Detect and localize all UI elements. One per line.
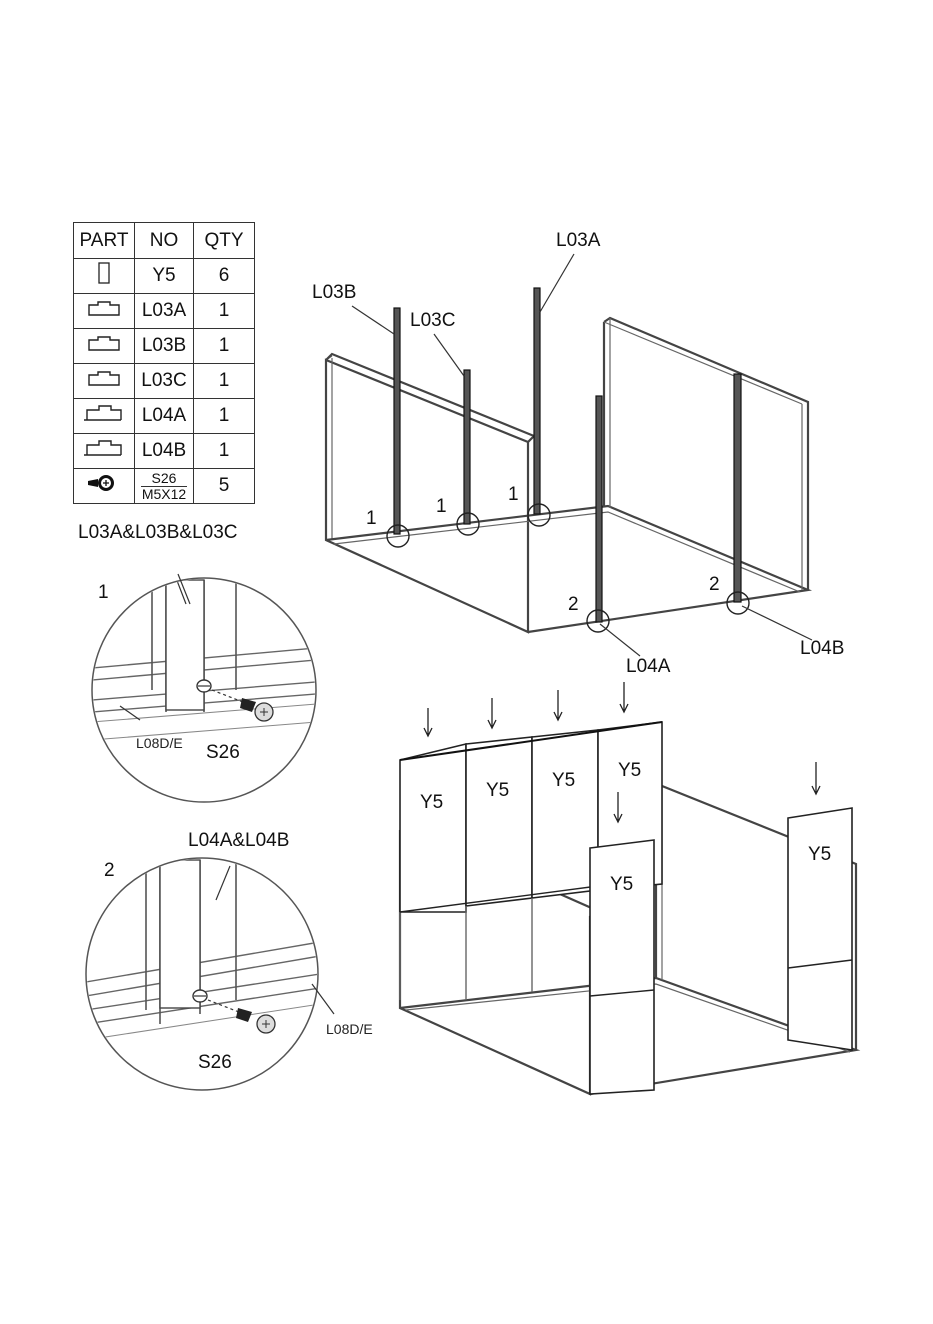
post-l04a [596, 396, 602, 622]
panel-y5 [532, 730, 598, 898]
frame-view: L03B L03C L03A L04A L04B 1 1 1 2 2 [312, 230, 844, 677]
label-l03b: L03B [312, 282, 356, 303]
detail-2: L04A&L04B 2 L08D/E S26 [86, 830, 373, 1090]
down-arrow-icon [424, 708, 432, 736]
panel-label: Y5 [618, 760, 641, 781]
marker-2: 2 [709, 574, 720, 595]
post-l03a [534, 288, 540, 514]
down-arrow-icon [554, 690, 562, 720]
label-l03c: L03C [410, 310, 455, 331]
panel-label: Y5 [552, 770, 575, 791]
post-l03b [394, 308, 400, 534]
down-arrow-icon [488, 698, 496, 728]
panel-label: Y5 [610, 874, 633, 895]
post-l03c [464, 370, 470, 524]
top-rail-left [326, 354, 534, 442]
panel-y5 [466, 737, 532, 906]
detail2-step: 2 [104, 860, 115, 881]
down-arrow-icon [812, 762, 820, 794]
marker-1: 1 [366, 508, 377, 529]
label-l03a: L03A [556, 230, 601, 251]
panel-label: Y5 [486, 780, 509, 801]
detail2-screw-label: S26 [198, 1052, 232, 1073]
marker-1: 1 [436, 496, 447, 517]
detail-1: L03A&L03B&L03C 1 L08D/E S26 [78, 522, 316, 802]
detail1-rail-label: L08D/E [136, 735, 183, 751]
detail1-step: 1 [98, 582, 109, 603]
detail1-title: L03A&L03B&L03C [78, 522, 238, 543]
label-l04a: L04A [626, 656, 671, 677]
marker-1: 1 [508, 484, 519, 505]
label-l04b: L04B [800, 638, 844, 659]
detail2-rail-label: L08D/E [326, 1021, 373, 1037]
panel-label: Y5 [420, 792, 443, 813]
detail1-screw-label: S26 [206, 742, 240, 763]
left-frame [326, 360, 528, 632]
panel-y5 [400, 744, 466, 912]
post-l04b [734, 374, 741, 602]
panel-label: Y5 [808, 844, 831, 865]
marker-2: 2 [568, 594, 579, 615]
panel-view: Y5 Y5 Y5 Y5 Y5 Y5 [400, 682, 856, 1094]
detail2-title: L04A&L04B [188, 830, 289, 851]
down-arrow-icon [620, 682, 628, 712]
right-frame [604, 318, 808, 590]
